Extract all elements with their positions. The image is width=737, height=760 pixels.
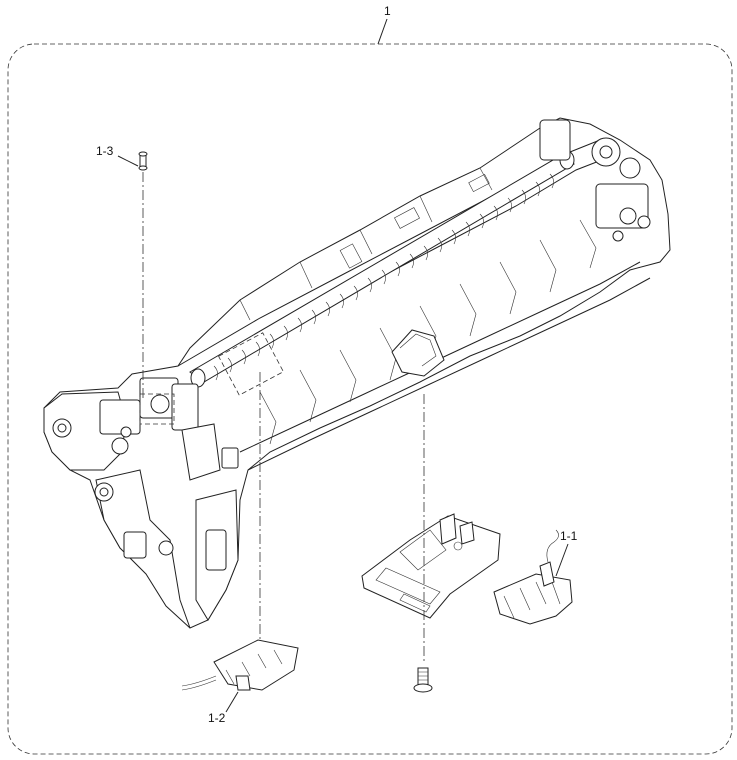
bracket-plate (361, 513, 501, 619)
callout-1-1: 1-1 (560, 529, 578, 543)
leader-1-3 (117, 155, 139, 167)
part-1-3 (138, 151, 148, 171)
part-1-2 (181, 639, 299, 691)
leader-1-1 (555, 543, 569, 577)
callout-1-2: 1-2 (208, 711, 226, 725)
fuser-main-unit (43, 117, 671, 629)
assembly-boundary (7, 43, 733, 755)
screw (413, 667, 433, 693)
callout-1: 1 (384, 4, 391, 18)
part-1-1 (493, 529, 573, 625)
callout-1-3: 1-3 (96, 144, 114, 158)
leader-1 (377, 18, 388, 45)
leader-1-2 (225, 691, 239, 713)
